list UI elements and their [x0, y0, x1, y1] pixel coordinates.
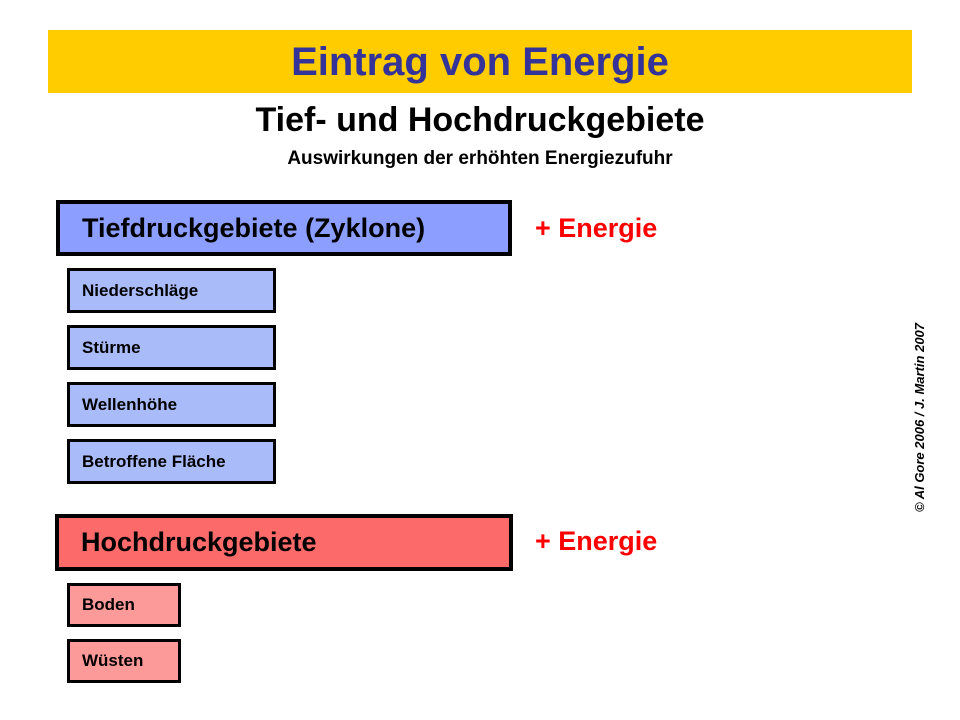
high-pressure-item-label: Wüsten — [82, 651, 144, 670]
copyright-text: © Al Gore 2006 / J. Martin 2007 — [912, 322, 927, 512]
low-pressure-item-wellenhoehe[interactable]: Wellenhöhe — [67, 382, 276, 427]
high-pressure-header-label: Hochdruckgebiete — [81, 527, 317, 557]
low-pressure-header-box[interactable]: Tiefdruckgebiete (Zyklone) — [56, 200, 512, 256]
high-pressure-header-box[interactable]: Hochdruckgebiete — [55, 514, 513, 571]
high-pressure-item-wuesten[interactable]: Wüsten — [67, 639, 181, 683]
heading-main: Tief- und Hochdruckgebiete — [255, 101, 705, 139]
low-pressure-item-niederschlaege[interactable]: Niederschläge — [67, 268, 276, 313]
high-pressure-item-boden[interactable]: Boden — [67, 583, 181, 627]
low-pressure-energy-annotation: + Energie — [535, 213, 658, 243]
slide-title: Eintrag von Energie — [291, 39, 669, 84]
heading-subtitle: Auswirkungen der erhöhten Energiezufuhr — [287, 148, 673, 169]
low-pressure-item-label: Betroffene Fläche — [82, 451, 226, 471]
low-pressure-item-label: Niederschläge — [82, 280, 199, 300]
high-pressure-energy-annotation: + Energie — [535, 526, 658, 556]
title-banner: Eintrag von Energie — [48, 30, 912, 93]
low-pressure-item-stuerme[interactable]: Stürme — [67, 325, 276, 370]
low-pressure-item-betroffene-flaeche[interactable]: Betroffene Fläche — [67, 439, 276, 484]
low-pressure-item-label: Stürme — [82, 337, 141, 357]
high-pressure-item-label: Boden — [82, 595, 135, 614]
low-pressure-item-label: Wellenhöhe — [82, 394, 178, 414]
low-pressure-header-label: Tiefdruckgebiete (Zyklone) — [82, 212, 426, 243]
copyright-notice: © Al Gore 2006 / J. Martin 2007 — [912, 312, 939, 512]
